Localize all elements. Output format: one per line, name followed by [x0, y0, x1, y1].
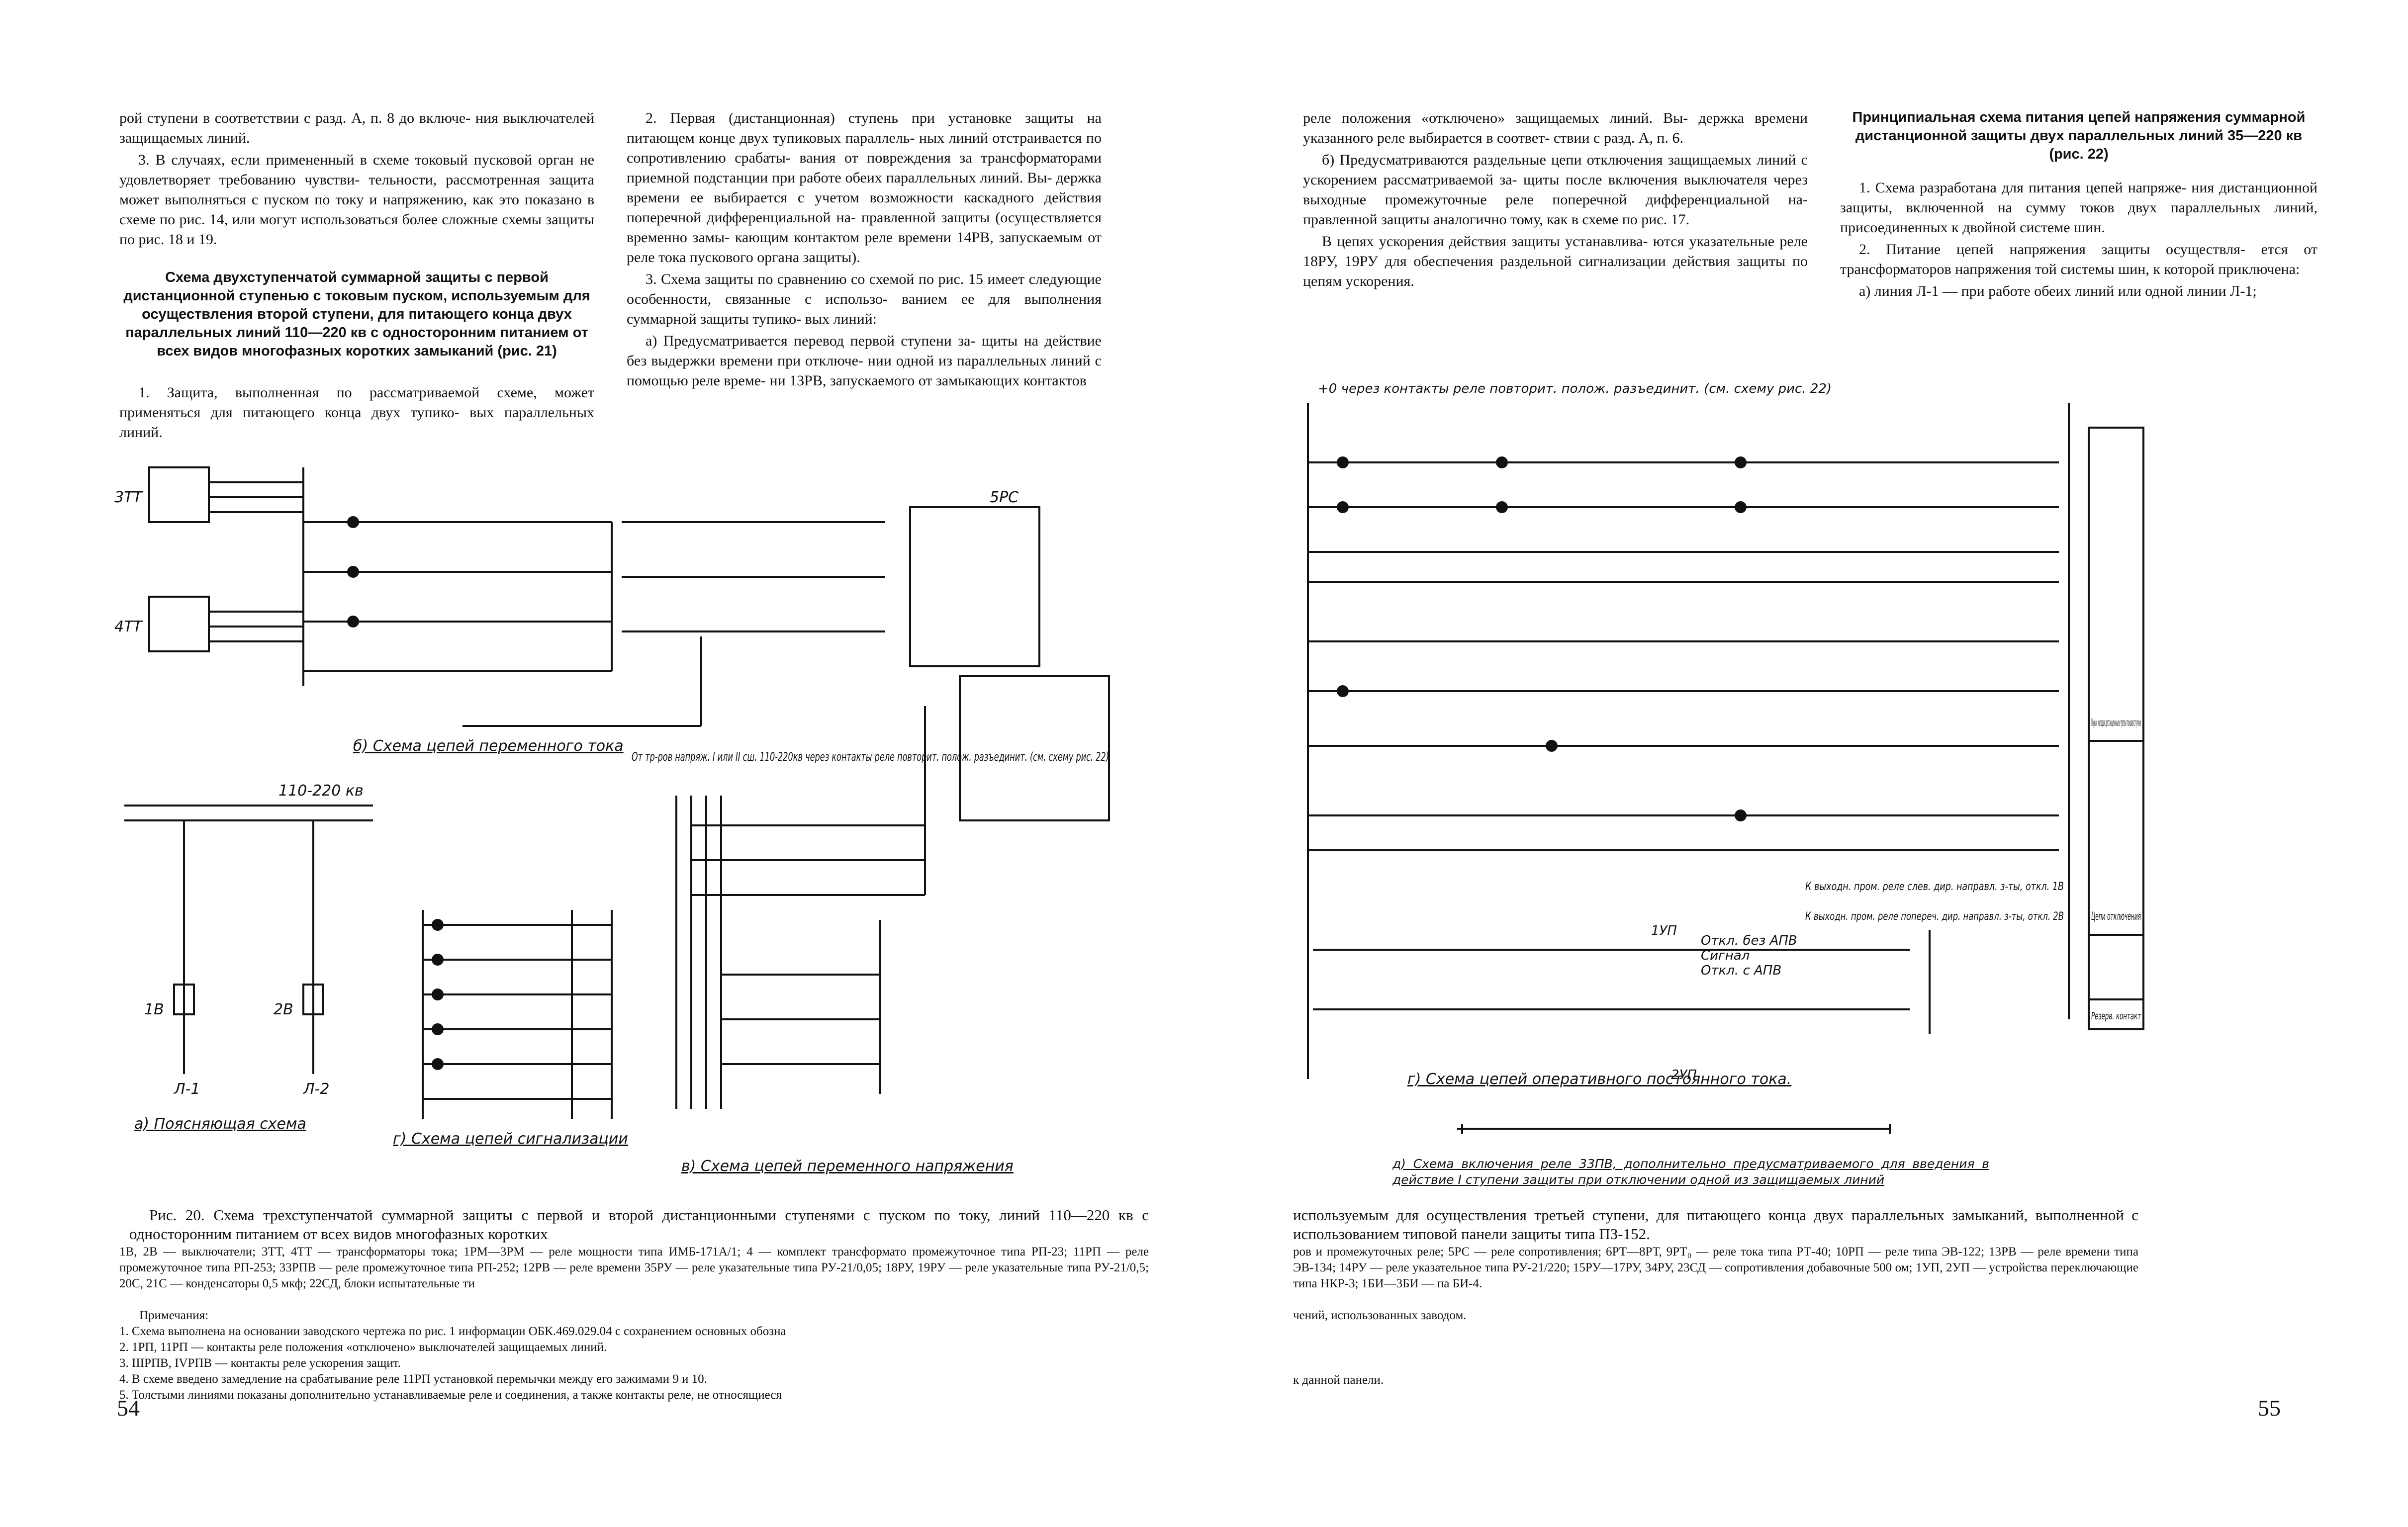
side-label-3: Резерв. контакт: [2091, 1010, 2141, 1022]
note-item: 5. Толстыми линиями показаны дополнитель…: [119, 1388, 782, 1402]
label-breaker1: 1В: [144, 1001, 164, 1018]
label-ac-voltage: в) Схема цепей переменного напряжения: [681, 1158, 1014, 1175]
label-trip-3: Откл. с АПВ: [1701, 963, 1781, 978]
paragraph: рой ступени в соответствии с разд. А, п.…: [119, 110, 594, 146]
page-number-right: 55: [2258, 1395, 2281, 1421]
label-explanatory: а) Поясняющая схема: [134, 1115, 306, 1133]
left-schematic: 3ТТ 4ТТ 5РС б) Схема цепей переменного т…: [114, 466, 1110, 1175]
left-col1-text: рой ступени в соответствии с разд. А, п.…: [119, 108, 594, 252]
caption-continuation: используемым для осуществления третьей с…: [1293, 1206, 2138, 1243]
label-vt-note: От тр-ров напряж. I или II сш. 110-220кв…: [632, 750, 1109, 764]
notes-continuation-1: чений, использованных заводом.: [1293, 1309, 1467, 1322]
label-out-1: К выходн. пром. реле слев. дир. направл.…: [1805, 881, 2064, 893]
paragraph: б) Предусматриваются раздельные цепи отк…: [1303, 152, 1808, 228]
right-col4-text: 1. Схема разработана для питания цепей н…: [1840, 178, 2317, 303]
caption-text: д) Схема включения реле 33ПВ, дополнител…: [1392, 1157, 1989, 1187]
label-switch-2: 2УП: [1671, 1068, 1697, 1082]
figure-legend: 1В, 2В — выключатели; 3ТТ, 4ТТ — трансфо…: [119, 1245, 1149, 1290]
subfigure-caption: д) Схема включения реле 33ПВ, дополнител…: [1392, 1156, 1989, 1188]
label-line2: Л-2: [303, 1080, 329, 1098]
paragraph: 1. Схема разработана для питания цепей н…: [1840, 180, 2317, 236]
label-ct3: 3ТТ: [114, 489, 143, 506]
page-number-left: 54: [117, 1395, 140, 1421]
figure-notes: Примечания: 1. Схема выполнена на основа…: [119, 1308, 1149, 1403]
label-breaker2: 2В: [274, 1001, 293, 1018]
paragraph: 3. В случаях, если примененный в схеме т…: [119, 152, 594, 248]
section-heading: Схема двухступенчатой суммарной защиты с…: [123, 269, 590, 359]
note-item: 1. Схема выполнена на основании заводско…: [119, 1325, 786, 1338]
label-trip-2: Сигнал: [1701, 948, 1750, 963]
paragraph: В цепях ускорения действия защиты устана…: [1303, 233, 1808, 289]
label-trip-1: Откл. без АПВ: [1701, 933, 1797, 948]
right-schematic: +0 через контакты реле повторит. полож. …: [1307, 381, 2144, 1134]
legend-continuation: ров и промежуточных реле; 5РС — реле соп…: [1293, 1245, 2138, 1290]
notes-continuation-2: к данной панели.: [1293, 1373, 1384, 1387]
right-col3-text: реле положения «отключено» защищаемых ли…: [1303, 108, 1808, 293]
paragraph: реле положения «отключено» защищаемых ли…: [1303, 110, 1808, 146]
label-ct4: 4ТТ: [114, 618, 143, 635]
note-item: 4. В схеме введено замедление на срабаты…: [119, 1372, 707, 1386]
label-ac-current: б) Схема цепей переменного тока: [353, 737, 624, 755]
label-switch-1: 1УП: [1651, 923, 1677, 938]
left-col1-text-after: 1. Защита, выполненная по рассматриваемо…: [119, 383, 594, 445]
label-out-2: К выходн. пром. реле попереч. дир. напра…: [1805, 910, 2064, 923]
section-heading: Принципиальная схема питания цепей напря…: [1852, 109, 2306, 162]
left-col2-text: 2. Первая (дистанционная) ступень при ус…: [627, 108, 1102, 393]
label-dc-circuit: г) Схема цепей оперативного постоянного …: [1407, 1071, 1791, 1088]
side-label-2: Цепи отключения: [2091, 910, 2141, 923]
paragraph: а) линия Л-1 — при работе обеих линий ил…: [1859, 283, 2257, 299]
notes-title: Примечания:: [139, 1309, 209, 1322]
paragraph: а) Предусматривается перевод первой ступ…: [627, 333, 1102, 389]
paragraph: 2. Первая (дистанционная) ступень при ус…: [627, 110, 1102, 266]
label-panel: 5РС: [990, 489, 1019, 506]
side-label-1: Первая и вторая дистанционные и третья т…: [2091, 717, 2141, 728]
label-busbar: 110-220 кв: [278, 782, 364, 800]
figure-caption: Рис. 20. Схема трехступенчатой суммарной…: [129, 1206, 1149, 1243]
label-line1: Л-1: [174, 1080, 200, 1098]
paragraph: 3. Схема защиты по сравнению со схемой п…: [627, 271, 1102, 327]
paragraph: 2. Питание цепей напряжения защиты осуще…: [1840, 241, 2317, 277]
paragraph: 1. Защита, выполненная по рассматриваемо…: [119, 384, 594, 441]
note-item: 3. IIIРПВ, IVРПВ — контакты реле ускорен…: [119, 1356, 401, 1370]
note-item: 2. 1РП, 11РП — контакты реле положения «…: [119, 1341, 607, 1354]
label-signaling: г) Схема цепей сигнализации: [393, 1130, 628, 1148]
label-top-note: +0 через контакты реле повторит. полож. …: [1318, 381, 1832, 396]
